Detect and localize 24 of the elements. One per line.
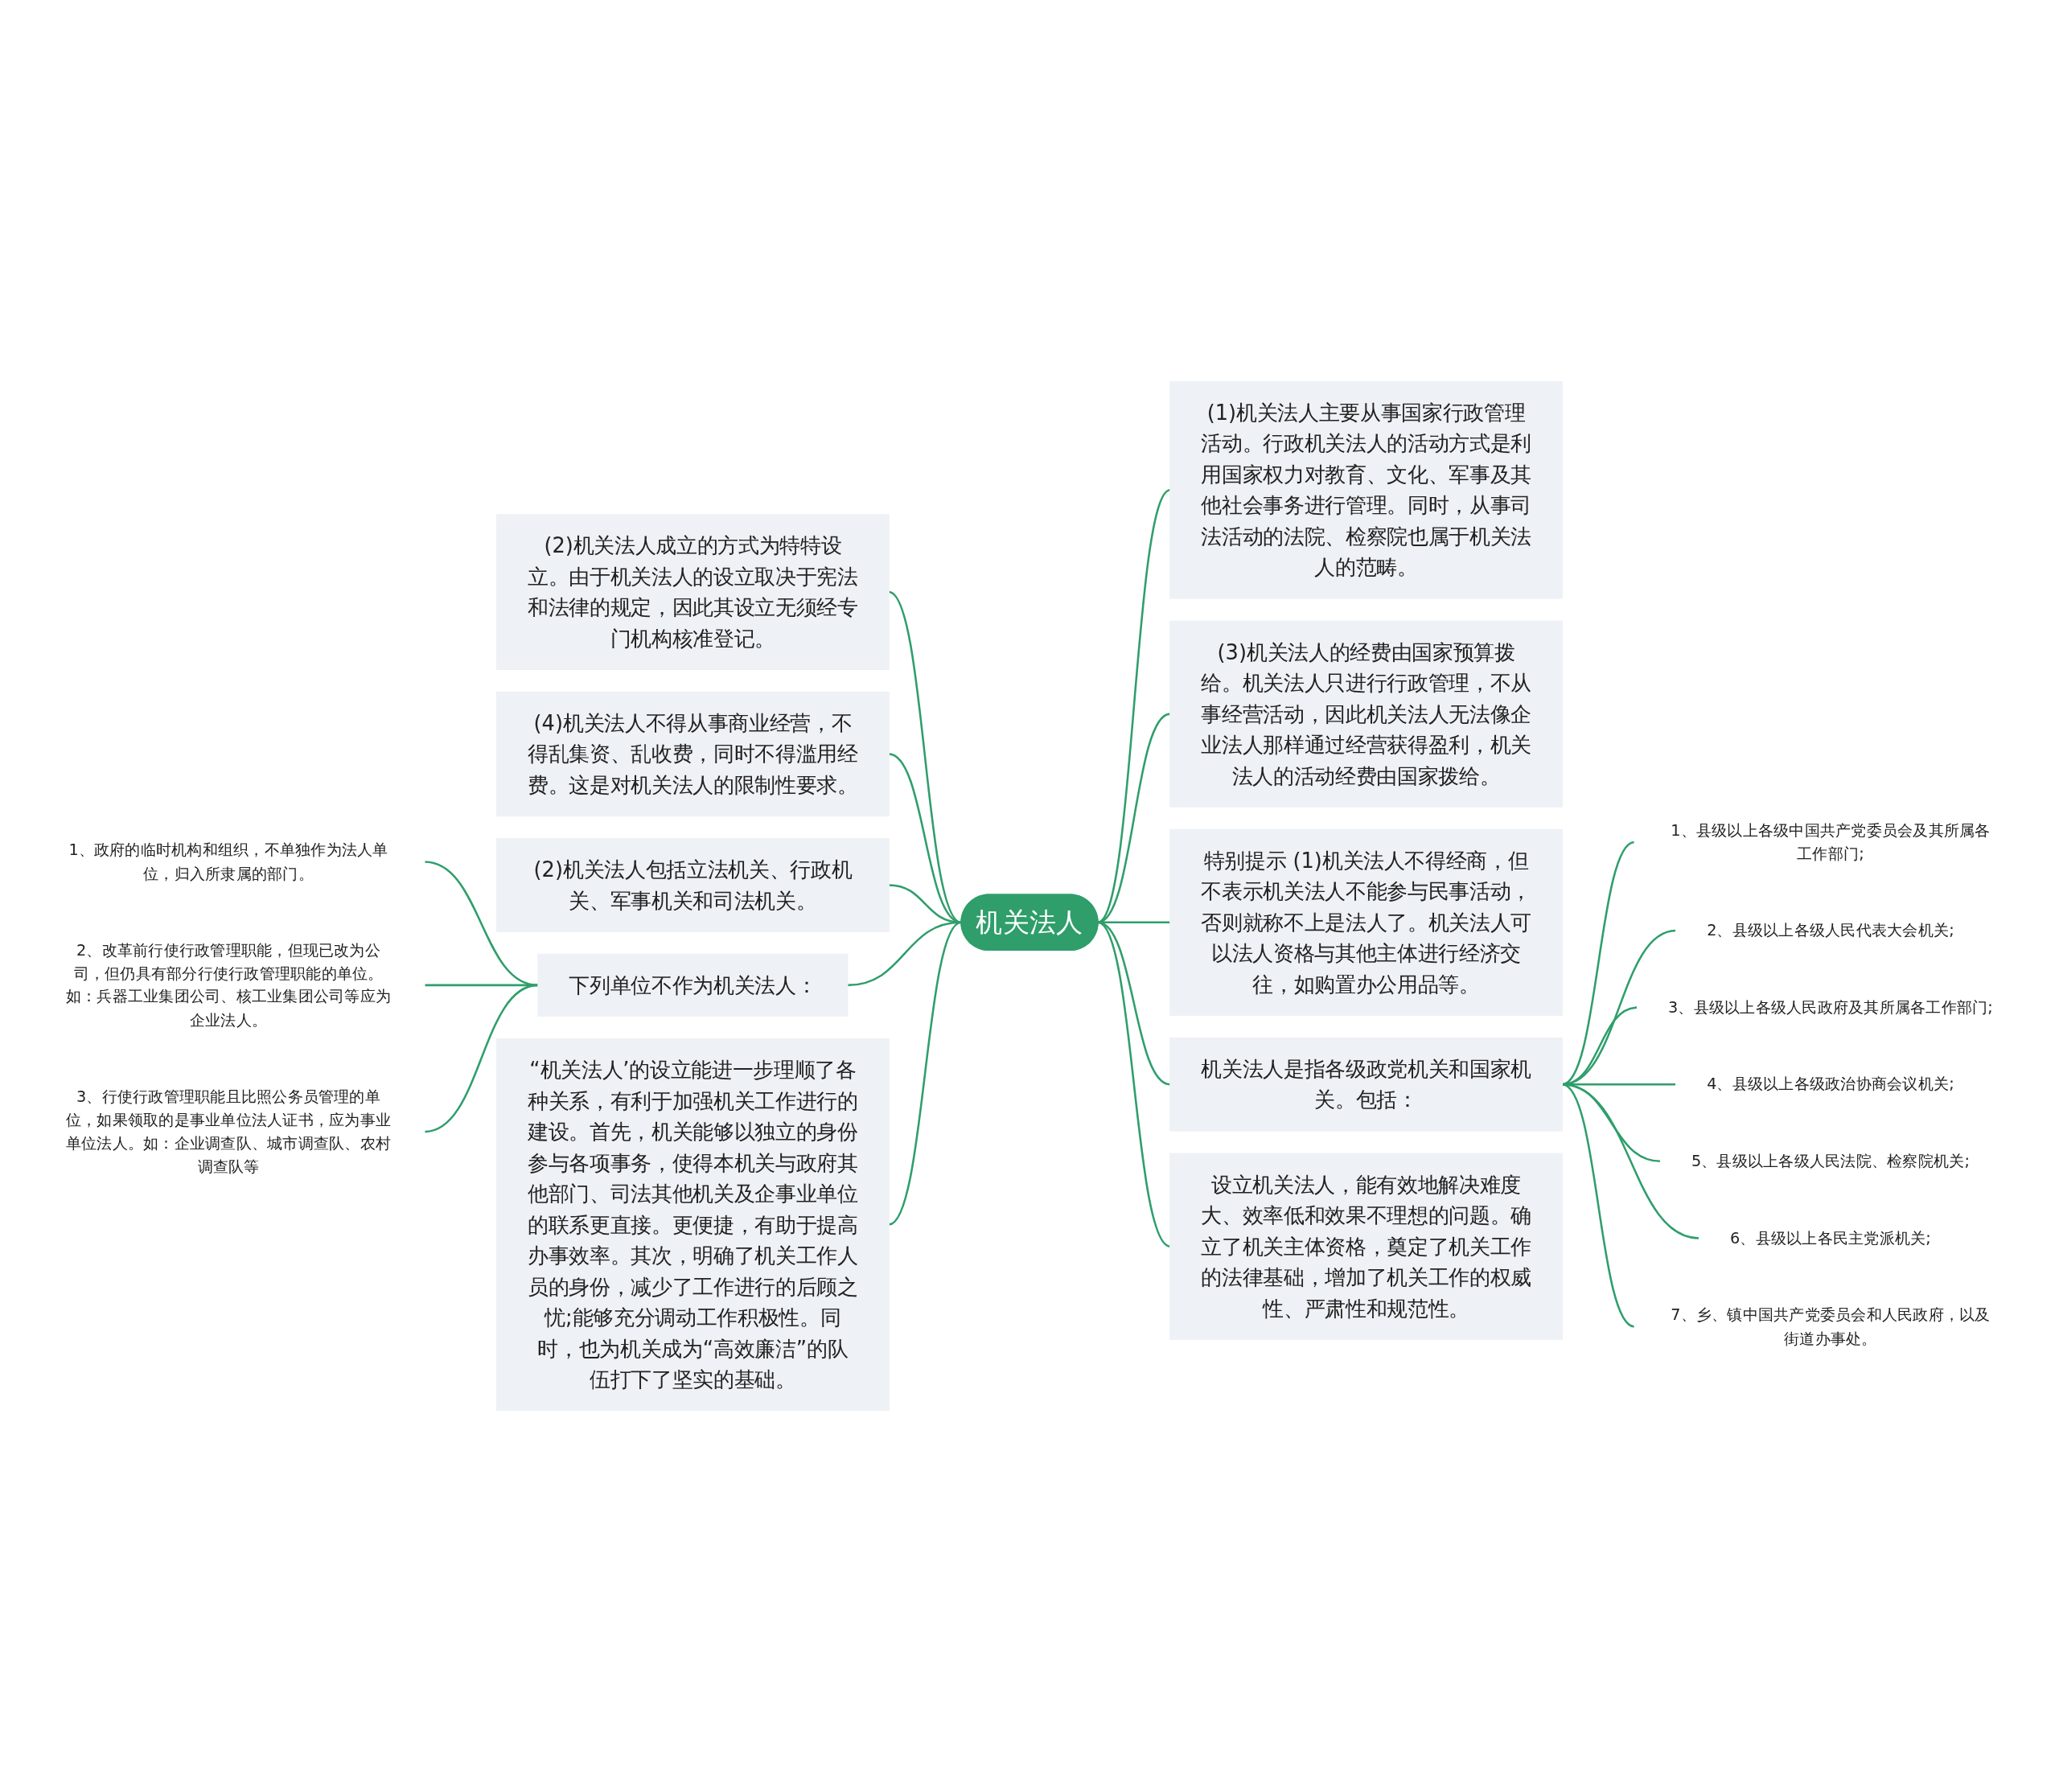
node-box: 特别提示 (1)机关法人不得经商，但不表示机关法人不能参与民事活动，否则就称不上是法人了。机关法人可以法人资格与其他主体进行经济交往，如购置办公用品等。: [1169, 828, 1563, 1016]
node-text: 6、县级以上各民主党派机关;: [1730, 1228, 1931, 1247]
node-box: (4)机关法人不得从事商业经营，不得乱集资、乱收费，同时不得滥用经费。这是对机关法人的限制性要求。: [496, 691, 890, 817]
connector: [889, 884, 962, 924]
node-text: 7、乡、镇中国共产党委员会和人民政府，以及街道办事处。: [1671, 1305, 1991, 1348]
node-box: 设立机关法人，能有效地解决难度大、效率低和效果不理想的问题。确立了机关主体资格，奠定了机关工作的法律基础，增加了机关工作的权威性、严肃性和规范性。: [1169, 1153, 1563, 1340]
node-box: 机关法人是指各级政党机关和国家机关。包括：: [1169, 1037, 1563, 1132]
node-box: (2)机关法人包括立法机关、行政机关、军事机关和司法机关。: [496, 838, 890, 932]
connector: [888, 753, 962, 923]
node-text: 2、改革前行使行政管理职能，但现已改为公司，但仍具有部分行使行政管理职能的单位。如：兵器工业集团公司、核工业集团公司等应为企业法人。: [65, 940, 392, 1030]
node-text: 2、县级以上各级人民代表大会机关;: [1707, 921, 1954, 940]
node-box: “机关法人’的设立能进一步理顺了各种关系，有利于加强机关工作进行的建设。首先，机关能够以独立的身份参与各项事务，使得本机关与政府其他部门、司法其他机关及企事业单位的联系更直接。更便捷，有助于提高办事效率。其次，明确了机关工作人员的身份，减少了工作进行的后顾之忧;能够充分调动工作积极性。同时，也为机关成为“高效廉洁”的队伍打下了坚实的基础。: [496, 1038, 890, 1412]
node-text: 3、县级以上各级人民政府及其所属各工作部门;: [1668, 997, 1993, 1017]
node-box: (3)机关法人的经费由国家预算拨给。机关法人只进行行政管理，不从事经营活动，因此机关法人无法像企业法人那样通过经营获得盈利，机关法人的活动经费由国家拨给。: [1169, 620, 1563, 808]
node-text: 5、县级以上各级人民法院、检察院机关;: [1691, 1151, 1970, 1171]
connector: [888, 591, 962, 923]
node-text: 4、县级以上各级政治协商会议机关;: [1707, 1075, 1954, 1094]
node-box: (1)机关法人主要从事国家行政管理活动。行政机关法人的活动方式是利用国家权力对教育、文化、军事及其他社会事务进行管理。同时，从事司法活动的法院、检察院也属于机关法人的范畴。: [1169, 380, 1563, 599]
node-text: 1、县级以上各级中国共产党委员会及其所属各工作部门;: [1671, 820, 1991, 863]
connector: [1562, 1083, 1699, 1239]
node-text: 1、政府的临时机构和组织，不单独作为法人单位，归入所隶属的部门。: [68, 841, 388, 883]
node-text: 3、行使行政管理职能且比照公务员管理的单位，如果领取的是事业单位法人证书，应为事业单位法人。如：企业调查队、城市调查队、农村调查队等: [65, 1087, 392, 1176]
node-box: (2)机关法人成立的方式为特特设立。由于机关法人的设立取决于宪法和法律的规定，因此其设立无须经专门机构核准登记。: [496, 514, 890, 670]
node-box: 下列单位不作为机关法人：: [537, 953, 849, 1017]
